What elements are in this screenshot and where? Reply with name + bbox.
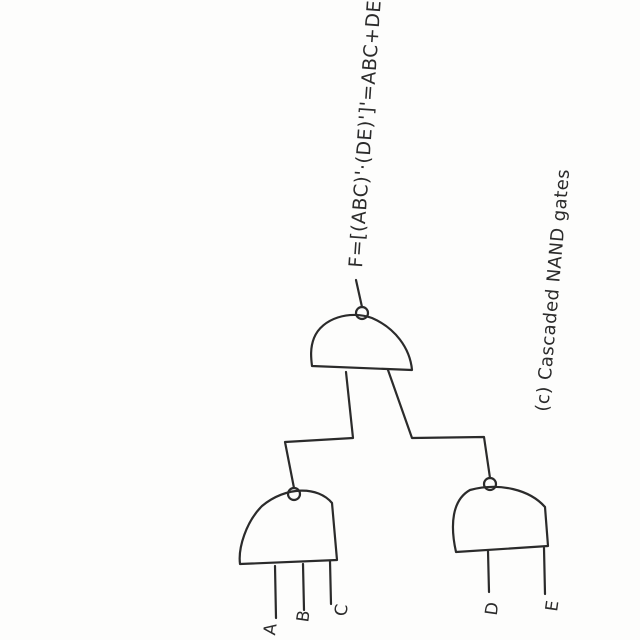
nand-gate-2-bubble	[482, 476, 498, 492]
diagram-caption: (c) Cascaded NAND gates	[532, 168, 574, 412]
wire-gate1-to-gate3	[283, 370, 355, 490]
nand-gate-1-bubble	[286, 486, 302, 502]
nand-gate-1	[238, 486, 339, 566]
input-label-d: D	[482, 601, 504, 617]
output-expression: F=[(ABC)'·(DE)']'=ABC+DE	[345, 0, 386, 268]
nand-gate-2-body	[451, 485, 550, 554]
nand-gate-3	[310, 305, 414, 372]
wire-input-a	[273, 564, 278, 620]
input-label-e: E	[542, 599, 563, 612]
nand-gate-1-body	[238, 489, 339, 566]
wire-input-d	[486, 549, 491, 594]
input-label-b: B	[293, 609, 314, 623]
wire-input-e	[542, 546, 547, 596]
nand-gate-2	[451, 476, 550, 554]
input-label-c: C	[331, 603, 352, 618]
wire-input-b	[301, 562, 306, 612]
input-label-a: A	[260, 622, 281, 637]
wire-gate2-to-gate3	[386, 368, 492, 480]
nand-gate-3-bubble	[354, 305, 370, 321]
wire-output-f	[354, 278, 364, 309]
nand-gate-3-body	[310, 313, 414, 372]
wire-input-c	[328, 559, 333, 606]
